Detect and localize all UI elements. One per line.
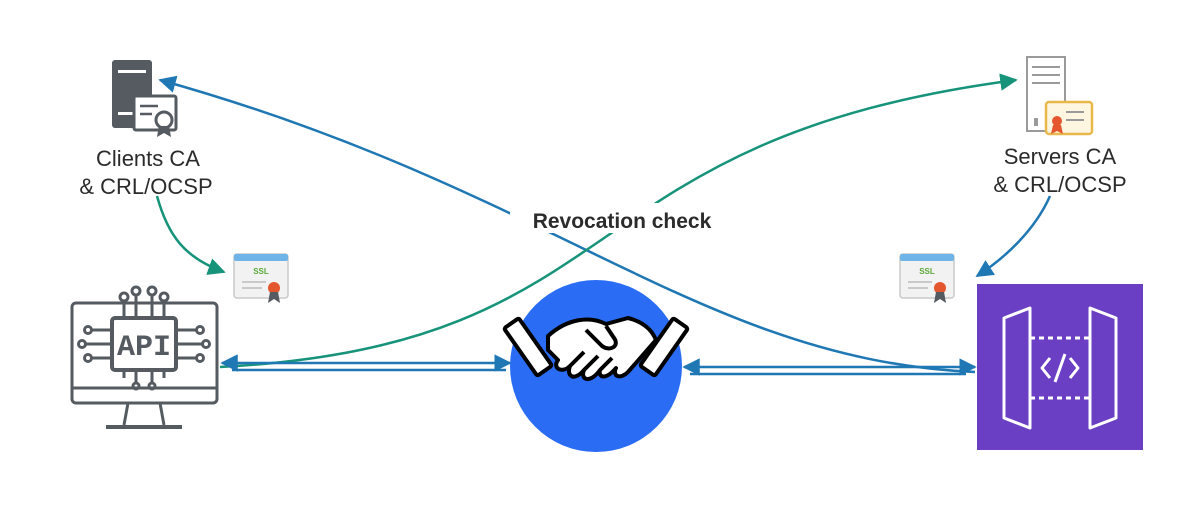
clients-ca-label-line2: & CRL/OCSP — [79, 174, 212, 199]
server-ca-revocation-arrow — [219, 73, 1018, 369]
ssl-right-text: SSL — [919, 267, 935, 276]
servers-ca-label-line2: & CRL/OCSP — [993, 172, 1126, 197]
ssl-certificate-right-icon: SSL — [899, 253, 955, 303]
api-gateway-icon — [977, 284, 1143, 450]
handshake-gateway-connection — [682, 358, 977, 376]
client-ca-to-client-arrow — [155, 195, 226, 275]
servers-ca-label-line1: Servers CA — [1004, 144, 1117, 169]
ssl-left-text: SSL — [253, 267, 269, 276]
handshake-icon — [502, 280, 690, 452]
server-ca-to-gateway-arrow — [975, 195, 1052, 278]
clients-ca-label-line1: Clients CA — [96, 146, 200, 171]
revocation-check-label: Revocation check — [533, 210, 712, 233]
api-client-monitor-icon — [70, 285, 219, 429]
api-chip-text: API — [117, 331, 171, 365]
clients-ca-server-icon — [112, 60, 178, 137]
client-ca-revocation-arrow — [158, 75, 976, 374]
servers-ca-server-icon — [1026, 56, 1094, 136]
client-handshake-connection — [220, 354, 512, 372]
ssl-certificate-left-icon: SSL — [233, 253, 289, 303]
